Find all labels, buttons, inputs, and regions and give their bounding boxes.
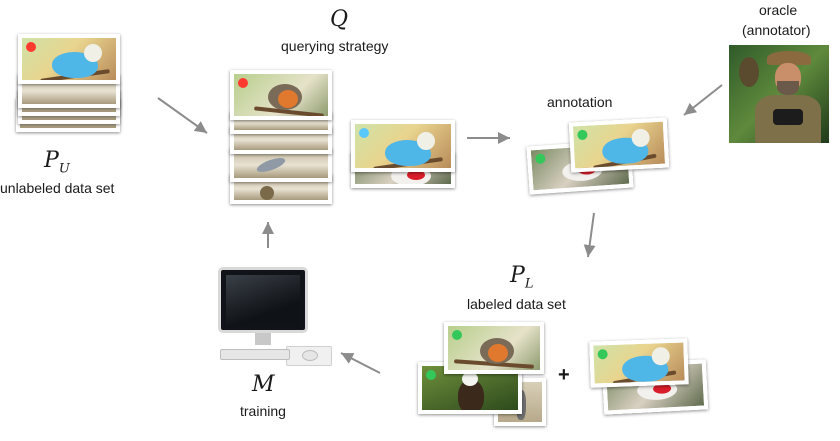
- arrow-annotation-to-labeled: [583, 212, 596, 258]
- budgie-photo: [589, 338, 689, 388]
- mouse-icon: [302, 350, 318, 361]
- training-label: training: [240, 403, 286, 419]
- arrow-unlabeled-to-query: [157, 97, 208, 134]
- green-tag-icon: [452, 330, 462, 340]
- green-tag-icon: [534, 153, 546, 165]
- robin-photo: [444, 322, 544, 374]
- unlabeled-symbol: PU: [44, 148, 70, 177]
- labeled-symbol: PL: [510, 263, 534, 292]
- oracle-label: oracle: [759, 2, 798, 18]
- oracle-sublabel: (annotator): [742, 22, 811, 38]
- keyboard-icon: [220, 349, 290, 360]
- monitor-stand: [255, 333, 271, 345]
- green-tag-icon: [577, 129, 588, 141]
- annotation-label: annotation: [547, 94, 613, 110]
- budgie-photo: [568, 117, 670, 173]
- green-tag-icon: [597, 349, 608, 360]
- query-symbol: Q: [330, 7, 349, 32]
- unlabeled-label: unlabeled data set: [0, 180, 115, 196]
- budgie-photo: [351, 120, 455, 172]
- labeled-label: labeled data set: [467, 296, 566, 312]
- plus-sign: +: [558, 364, 570, 386]
- query-label: querying strategy: [281, 38, 389, 54]
- monitor-icon: [218, 267, 308, 333]
- red-tag-icon: [26, 42, 36, 52]
- blue-tag-icon: [359, 128, 369, 138]
- robin-photo: [230, 70, 332, 120]
- green-tag-icon: [426, 370, 436, 380]
- oracle-photo: [729, 45, 829, 143]
- arrow-oracle-to-annotation: [683, 84, 723, 116]
- red-tag-icon: [238, 78, 248, 88]
- arrow-labeled-to-model: [340, 352, 381, 374]
- model-symbol: M: [252, 372, 275, 397]
- budgie-photo: [18, 34, 120, 84]
